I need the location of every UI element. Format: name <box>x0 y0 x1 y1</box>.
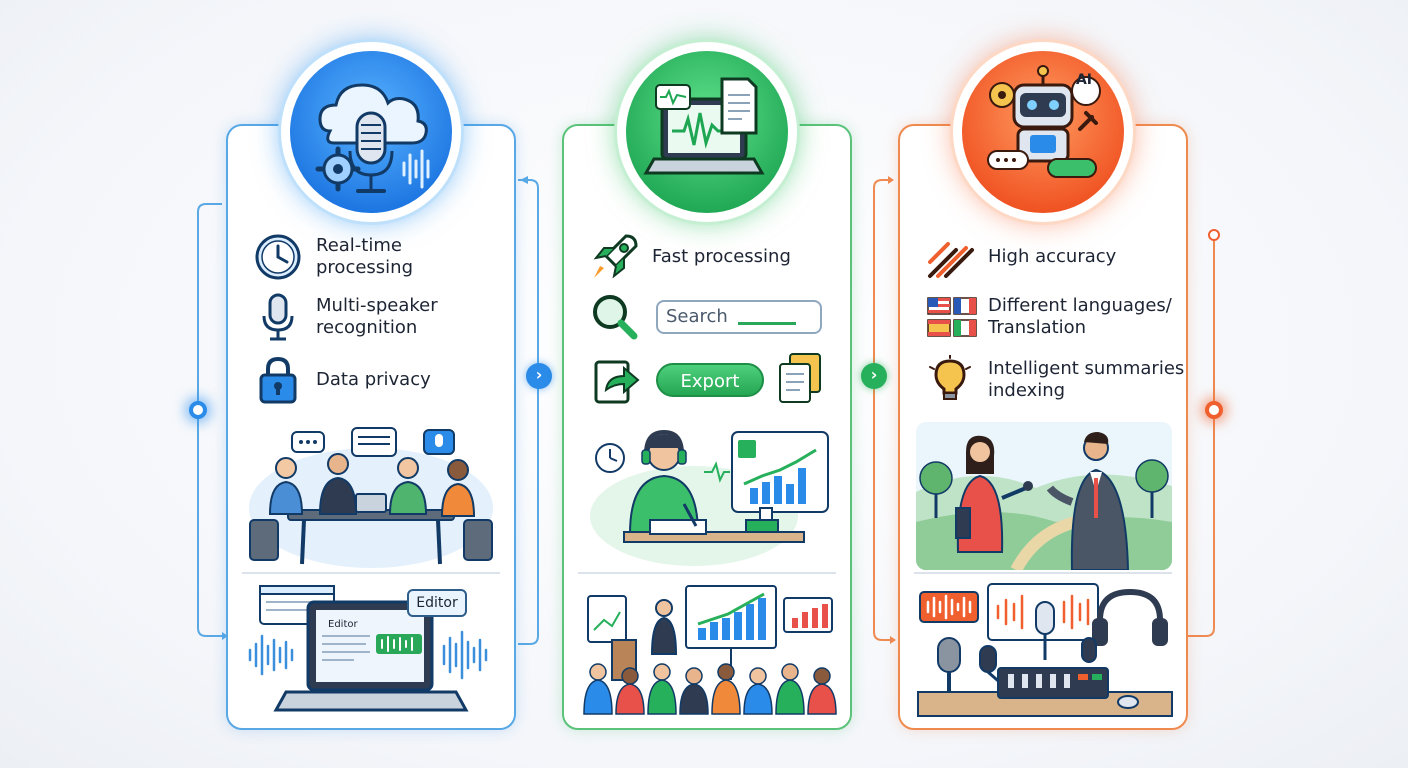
feature-label: Real-time processing <box>316 235 414 278</box>
chevron-right-icon: › <box>526 363 552 389</box>
feature-label: High accuracy <box>988 246 1117 267</box>
ai-badge-label: AI <box>1075 72 1093 88</box>
search-input[interactable]: Search <box>656 300 822 334</box>
export-button[interactable]: Export <box>656 363 764 397</box>
chevron-right-icon: › <box>861 363 887 389</box>
accuracy-slashes-icon <box>928 242 974 278</box>
feature-privacy: Data privacy <box>254 355 431 405</box>
end-node <box>1205 401 1223 419</box>
clock-icon <box>255 234 301 280</box>
feature-summaries: Intelligent summaries indexing <box>926 355 1184 405</box>
end-marker <box>1208 229 1220 241</box>
feature-languages: Different languages/ Translation <box>926 292 1172 342</box>
search-placeholder: Search <box>666 306 728 327</box>
badge-laptop-waveform <box>617 42 797 222</box>
badge-cloud-microphone <box>281 42 461 222</box>
flags-icon <box>927 297 977 337</box>
feature-label: Multi-speaker recognition <box>316 295 438 338</box>
presentation-audience-illustration <box>578 580 840 720</box>
person-with-headphones-illustration <box>584 424 836 570</box>
feature-search <box>590 292 652 342</box>
feature-high-accuracy: High accuracy <box>926 232 1116 282</box>
feature-label: Data privacy <box>316 369 431 390</box>
export-arrow-icon <box>594 360 640 404</box>
lightbulb-icon <box>929 355 971 400</box>
editor-window-title: Editor <box>328 619 358 630</box>
podcast-studio-illustration <box>914 580 1176 720</box>
feature-multispeaker: Multi-speaker recognition <box>254 292 438 342</box>
ai-robot-icon <box>987 65 1101 178</box>
team-meeting-illustration <box>244 424 498 570</box>
laptop-waveform-document-icon <box>643 77 765 175</box>
cloud-microphone-gear-icon <box>315 83 430 193</box>
editor-callout: Editor <box>407 589 467 617</box>
feature-label: Fast processing <box>652 246 791 267</box>
documents-icon <box>779 353 821 403</box>
start-node <box>189 401 207 419</box>
magnifier-icon <box>593 295 638 340</box>
interview-outdoor-illustration <box>916 422 1172 570</box>
feature-realtime: Real-time processing <box>254 232 413 282</box>
padlock-icon <box>259 356 297 404</box>
divider <box>914 572 1172 574</box>
feature-fast-processing: Fast processing <box>590 232 791 282</box>
feature-label: Intelligent summaries indexing <box>988 358 1185 401</box>
divider <box>578 572 836 574</box>
feature-export <box>592 356 654 406</box>
laptop-editor-illustration <box>244 580 500 718</box>
microphone-icon <box>262 293 294 341</box>
divider <box>242 572 500 574</box>
feature-label: Different languages/ Translation <box>988 295 1172 338</box>
badge-ai-robot <box>953 42 1133 222</box>
search-underline <box>738 322 796 325</box>
rocket-icon <box>593 234 638 279</box>
